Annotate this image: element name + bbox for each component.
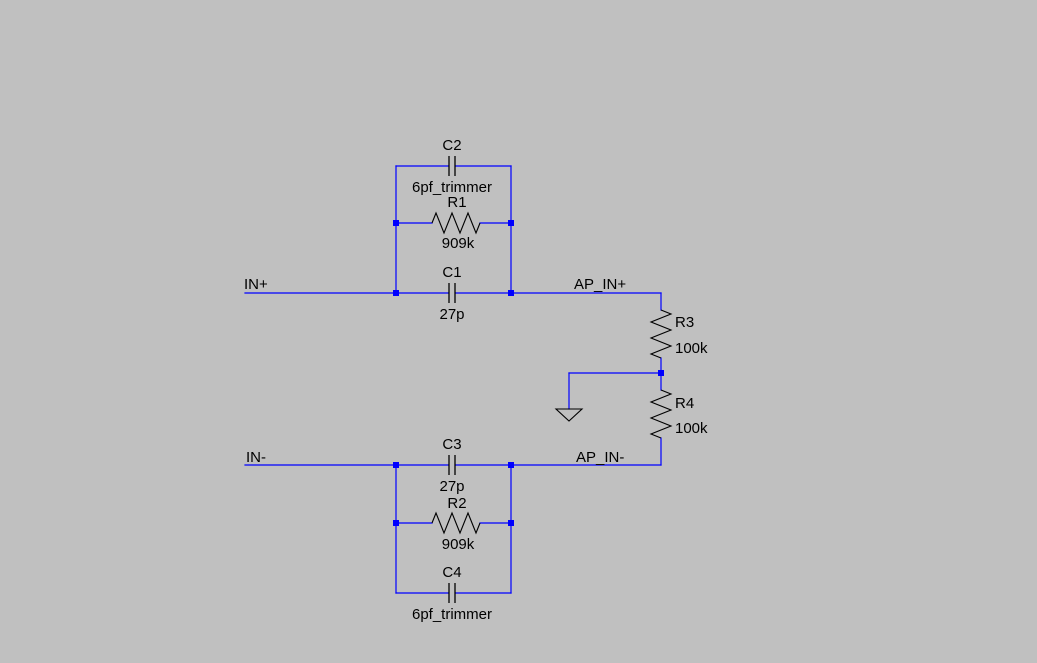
c1-value-label: 27p	[439, 306, 464, 323]
resistor-r3-symbol[interactable]	[649, 309, 673, 359]
r3-value-label: 100k	[675, 340, 708, 357]
net-label-in-plus[interactable]: IN+	[244, 276, 268, 293]
junction-dot	[508, 290, 514, 296]
c3-ref-label: C3	[442, 436, 461, 453]
capacitor-c1-symbol[interactable]	[448, 283, 456, 303]
junction-dot	[658, 370, 664, 376]
resistor-r1-symbol[interactable]	[431, 211, 481, 235]
r4-value-label: 100k	[675, 420, 708, 437]
capacitor-c2-symbol[interactable]	[448, 156, 456, 176]
c1-ref-label: C1	[442, 264, 461, 281]
c4-value-label: 6pf_trimmer	[412, 606, 492, 623]
r4-ref-label: R4	[675, 395, 694, 412]
net-label-in-minus[interactable]: IN-	[246, 449, 266, 466]
net-label-ap-in-minus[interactable]: AP_IN-	[576, 449, 624, 466]
junction-dot	[508, 220, 514, 226]
junction-dot	[508, 462, 514, 468]
c3-value-label: 27p	[439, 478, 464, 495]
r1-value-label: 909k	[442, 235, 475, 252]
resistor-r4-symbol[interactable]	[649, 389, 673, 439]
junction-dot	[393, 220, 399, 226]
c4-ref-label: C4	[442, 564, 461, 581]
divider-wires	[568, 292, 662, 466]
junction-dot	[393, 520, 399, 526]
c2-ref-label: C2	[442, 137, 461, 154]
bottom-network-wires	[244, 464, 662, 594]
junction-dot	[393, 462, 399, 468]
r3-ref-label: R3	[675, 314, 694, 331]
r2-ref-label: R2	[447, 495, 466, 512]
junction-dot	[393, 290, 399, 296]
c2-value-label: 6pf_trimmer	[412, 179, 492, 196]
resistor-r2-symbol[interactable]	[431, 511, 481, 535]
net-label-ap-in-plus[interactable]: AP_IN+	[574, 276, 626, 293]
r2-value-label: 909k	[442, 536, 475, 553]
ground-symbol-icon	[554, 408, 584, 422]
capacitor-c4-symbol[interactable]	[448, 583, 456, 603]
r1-ref-label: R1	[447, 194, 466, 211]
top-network-wires	[244, 165, 662, 294]
junction-dot	[508, 520, 514, 526]
capacitor-c3-symbol[interactable]	[448, 455, 456, 475]
junction-dots	[393, 220, 664, 526]
